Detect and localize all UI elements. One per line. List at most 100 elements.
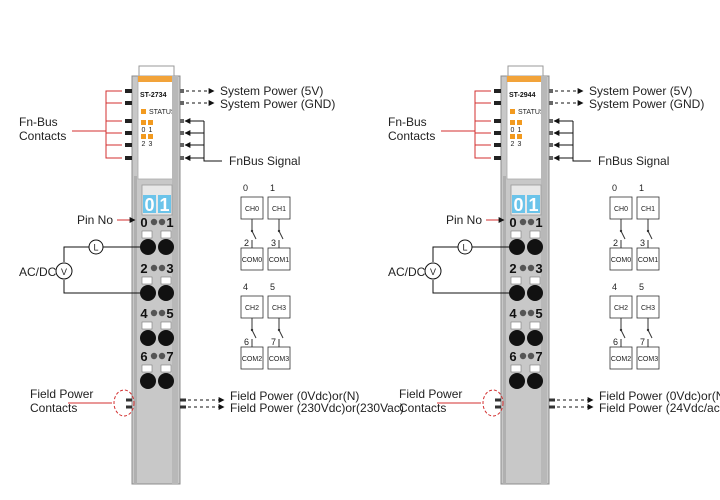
fnbus-contact: [494, 101, 501, 105]
field-contact-highlight: [113, 389, 135, 417]
switch-node: [277, 229, 281, 233]
pin-point: [527, 309, 535, 317]
fnbus-contact-right: [180, 131, 184, 135]
pin-number: 4: [140, 306, 148, 321]
fnbus-signal-label: FnBus Signal: [229, 154, 300, 168]
wire: [432, 280, 515, 294]
terminal-slot: [160, 321, 172, 330]
channel-led-label: 0: [142, 127, 146, 134]
field-power-contacts-label: Contacts: [30, 401, 77, 415]
pin-point: [519, 218, 527, 226]
pin-no-label: Pin No: [77, 213, 113, 227]
terminal-screw: [158, 330, 174, 346]
channel-label: CH1: [641, 206, 655, 213]
channel-label: CH3: [641, 305, 655, 312]
pin-number: 5: [166, 306, 173, 321]
pin-point: [519, 352, 527, 360]
pin-number: 1: [166, 215, 173, 230]
module-left-rail: [134, 176, 137, 484]
switch-node: [250, 229, 254, 233]
channel-led-label: 1: [518, 127, 522, 134]
wire: [63, 280, 146, 294]
ac-dc-label: AC/DC: [388, 265, 426, 279]
channel-led-label: 1: [149, 127, 153, 134]
fnbus-lead-bracket: [474, 90, 491, 159]
com-box: [636, 346, 660, 370]
switch-node: [250, 328, 254, 332]
terminal-slot: [510, 321, 522, 330]
com-label: COM3: [269, 356, 289, 363]
field-power-contacts-label: Contacts: [399, 401, 446, 415]
fnbus-contacts-label: Fn-Bus: [19, 115, 58, 129]
channel-led: [517, 120, 522, 125]
led-digit: 0: [513, 195, 523, 215]
terminal-slot: [160, 276, 172, 285]
model-label: ST-2734: [140, 92, 167, 99]
channel-label: CH3: [272, 305, 286, 312]
pin-number: 4: [509, 306, 517, 321]
fnbus-contact: [125, 89, 132, 93]
pin-number: 1: [535, 215, 542, 230]
field-contact-right: [549, 405, 555, 409]
com-box: [636, 247, 660, 271]
channel-label: CH0: [245, 206, 259, 213]
pin-number: 6: [140, 349, 147, 364]
fnbus-contact: [125, 143, 132, 147]
pin-point: [158, 218, 166, 226]
fnbus-contact-right: [549, 143, 553, 147]
channel-bottom-pin: 7: [640, 337, 645, 347]
voltmeter-symbol: V: [430, 267, 436, 277]
fnbus-contact-right: [549, 89, 553, 93]
channel-led: [148, 120, 153, 125]
fnbus-contact-right: [549, 101, 553, 105]
orange-tab: [138, 76, 174, 82]
field-contact: [495, 398, 501, 402]
fnbus-signal-label: FnBus Signal: [598, 154, 669, 168]
channel-top-pin: 4: [612, 282, 617, 292]
pin-point: [150, 218, 158, 226]
switch-contact: [620, 230, 626, 240]
module-side-rail: [172, 76, 178, 484]
status-led: [510, 109, 515, 114]
terminal-screw: [158, 373, 174, 389]
terminal-screw: [509, 373, 525, 389]
com-label: COM1: [638, 257, 658, 264]
terminal-screw: [140, 330, 156, 346]
channel-led-label: 3: [518, 141, 522, 148]
channel-led-label: 0: [511, 127, 515, 134]
fnbus-contact-right: [549, 156, 553, 160]
led-digit: 1: [528, 195, 538, 215]
pin-point: [519, 309, 527, 317]
terminal-slot: [529, 321, 541, 330]
fnbus-contact: [494, 156, 501, 160]
switch-node: [619, 328, 623, 332]
fnbus-contact: [494, 143, 501, 147]
switch-node: [619, 229, 623, 233]
fnbus-contact: [494, 89, 501, 93]
switch-contact: [620, 329, 626, 339]
channel-led: [141, 120, 146, 125]
led-cell: [512, 195, 525, 213]
channel-label: CH1: [272, 206, 286, 213]
fnbus-signal-bracket: [572, 121, 591, 162]
com-label: COM2: [242, 356, 262, 363]
module-head: [137, 75, 175, 180]
fnbus-contact: [125, 131, 132, 135]
field-contact-right: [180, 398, 186, 402]
fnbus-contacts-label: Contacts: [19, 129, 66, 143]
pin-point: [150, 264, 158, 272]
terminal-slot: [141, 364, 153, 373]
channel-bottom-pin: 3: [271, 238, 276, 248]
orange-tab: [507, 76, 543, 82]
channel-led-label: 3: [149, 141, 153, 148]
com-label: COM3: [638, 356, 658, 363]
switch-contact: [278, 329, 284, 339]
status-led: [141, 109, 146, 114]
